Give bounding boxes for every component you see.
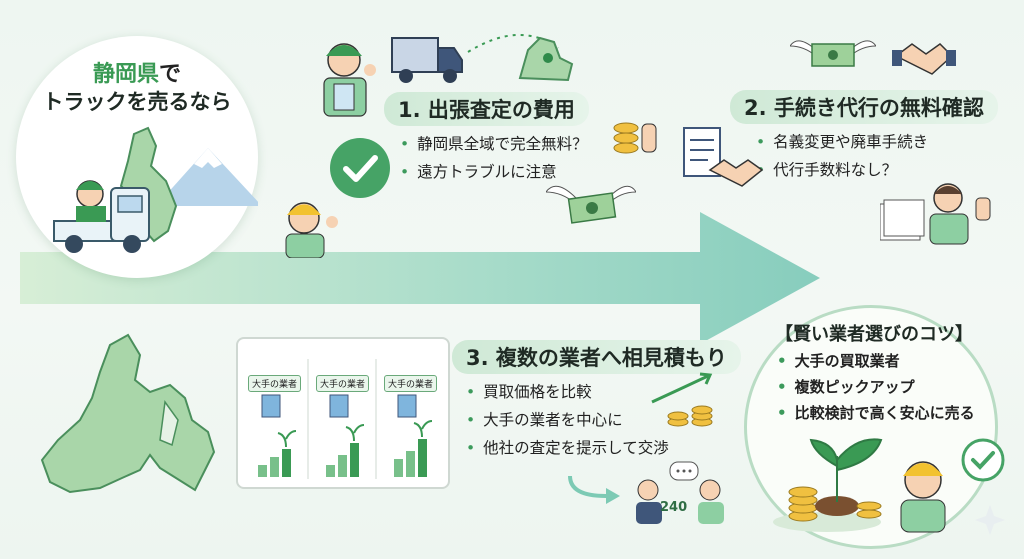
tips-title: 【賢い業者選びのコツ】 (775, 324, 973, 345)
section1-bullet: 静岡県全域で完全無料？ (400, 130, 588, 158)
intro-illustration (53, 126, 258, 253)
section3-bullet: 大手の業者を中心に (466, 406, 669, 434)
tips-bullet: 複数ピックアップ (777, 374, 975, 400)
negotiation-number: 240 (660, 500, 688, 515)
handshake-small-icon (708, 159, 764, 187)
check-circle-small-icon (961, 438, 1005, 482)
progress-arrow (20, 212, 820, 344)
worker-clipboard-icon (323, 43, 376, 117)
company-label: 大手の業者 (316, 375, 370, 392)
section3-title: 3. 複数の業者へ相見積もり (452, 340, 741, 374)
building-icon (261, 394, 417, 418)
intro-title: 静岡県で (16, 56, 258, 88)
worker-thumbs-up-icon (880, 183, 991, 245)
tips-circle: 【賢い業者選びのコツ】 大手の買取業者 複数ピックアップ 比較検討で高く安心に売… (744, 305, 1005, 549)
mountain-icon (156, 148, 258, 206)
comparison-panel: 大手の業者 大手の業者 大手の業者 (236, 337, 450, 489)
intro-subtitle: トラックを売るなら (42, 90, 232, 114)
tips-bullet: 比較検討で高く安心に売る (777, 400, 975, 426)
company-label: 大手の業者 (248, 375, 302, 392)
tips-illustration (773, 438, 946, 533)
sparkle-icon (975, 505, 1005, 535)
intro-region: 静岡県 (92, 62, 159, 87)
tips-bullet: 大手の買取業者 (777, 348, 975, 374)
negotiation-icon (636, 461, 724, 524)
company-label: 大手の業者 (384, 375, 438, 392)
section3-bullet: 他社の査定を提示して交渉 (466, 434, 669, 462)
peninsula-map (119, 126, 178, 243)
section2-bullet: 名義変更や廃車手続き (756, 128, 928, 156)
money-wings-icon (790, 40, 876, 67)
intro-suffix: で (159, 62, 182, 87)
section1-list: 静岡県全域で完全無料？ 遠方トラブルに注意 (400, 130, 588, 186)
section3-list: 買取価格を比較 大手の業者を中心に 他社の査定を提示して交渉 (466, 378, 669, 462)
section2-bullet: 代行手数料なし？ (756, 156, 928, 184)
section3-bullet: 買取価格を比較 (466, 378, 669, 406)
section2-title: 2. 手続き代行の無料確認 (730, 90, 998, 124)
delivery-truck-icon (391, 37, 463, 83)
coins-hand-icon (613, 122, 657, 154)
comparison-bars (258, 359, 433, 479)
check-circle-icon (330, 138, 390, 198)
region-map-pin-icon (518, 36, 574, 82)
handshake-icon (892, 43, 956, 75)
tips-list: 大手の買取業者 複数ピックアップ 比較検討で高く安心に売る (777, 348, 975, 426)
shizuoka-map (40, 333, 216, 494)
rising-coins-icon (651, 372, 713, 427)
worker-waving-icon (285, 202, 338, 258)
section1-bullet: 遠方トラブルに注意 (400, 158, 588, 186)
section2-list: 名義変更や廃車手続き 代行手数料なし？ (756, 128, 928, 184)
sprout-icon (809, 438, 883, 502)
flying-money-icon (546, 185, 636, 224)
intro-circle: 静岡県で トラックを売るなら (16, 36, 258, 278)
flow-arrow-icon (568, 475, 620, 504)
section1-title: 1. 出張査定の費用 (384, 92, 589, 126)
